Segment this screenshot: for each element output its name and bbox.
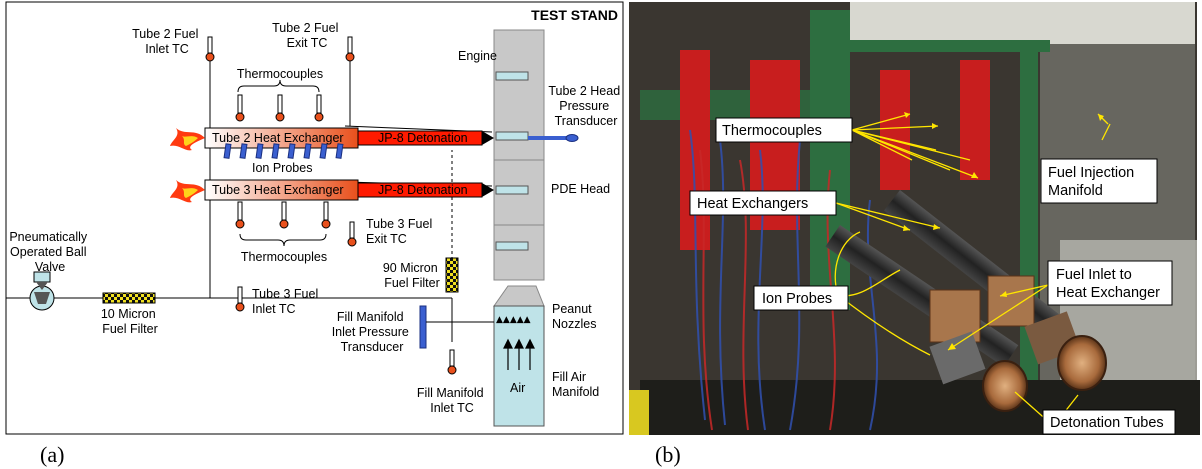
thermocouples-top-label: Thermocouples [237, 67, 323, 81]
fill-manifold-pressure-label: Fill Manifold Inlet Pressure Transducer [332, 310, 413, 354]
air-label: Air [510, 381, 525, 395]
peanut-nozzles-label: Peanut Nozzles [552, 302, 596, 331]
thermocouple-icons [205, 36, 457, 375]
engine-ports [495, 71, 529, 251]
thermocouple-top-3-icon [314, 94, 324, 122]
thermocouples-bottom-brace [239, 233, 327, 247]
svg-text:Detonation Tubes: Detonation Tubes [1050, 415, 1164, 431]
engine-label: Engine [458, 49, 497, 63]
label-thermocouples: Thermocouples [715, 117, 853, 143]
jp8-detonation-2-label: JP-8 Detonation [378, 131, 468, 145]
flame-icons [170, 128, 205, 203]
test-stand-title: TEST STAND [531, 7, 618, 23]
thermocouples-top-brace [237, 79, 320, 93]
svg-text:Thermocouples: Thermocouples [722, 123, 822, 139]
ball-valve-label: Pneumatically Operated Ball Valve [9, 230, 90, 274]
thermocouple-tube2-inlet-icon [205, 36, 215, 62]
filter-10-micron [102, 292, 156, 304]
pde-head-label: PDE Head [551, 182, 610, 196]
label-fuel-inlet: Fuel Inlet to Heat Exchanger [1047, 260, 1173, 306]
thermocouple-fill-manifold-icon [447, 349, 457, 375]
tube3-hx-label: Tube 3 Heat Exchanger [212, 183, 344, 197]
fill-manifold-pressure-transducer [419, 305, 427, 349]
tube3-fuel-inlet-tc-label: Tube 3 Fuel Inlet TC [252, 287, 322, 316]
thermocouples-bottom-label: Thermocouples [241, 250, 327, 264]
svg-text:Ion Probes: Ion Probes [762, 291, 832, 307]
ion-probes-label: Ion Probes [252, 161, 312, 175]
thermocouple-top-2-icon [275, 94, 285, 122]
thermocouple-tube3-exit-icon [347, 221, 357, 247]
svg-text:Heat Exchangers: Heat Exchangers [697, 196, 808, 212]
tube2-head-pressure-label: Tube 2 Head Pressure Transducer [548, 84, 623, 128]
panel-a-diagram: TEST STAND Engine PDE Head ▲▲▲▲▲ Air [5, 1, 624, 435]
fill-air-manifold-label: Fill Air Manifold [552, 370, 599, 399]
jp8-detonation-3-label: JP-8 Detonation [378, 183, 468, 197]
tube2-hx-label: Tube 2 Heat Exchanger [212, 131, 344, 145]
detonation-tube-2 [1057, 335, 1107, 391]
peanut-nozzle-marks: ▲▲▲▲▲ [496, 315, 531, 325]
filter-10-label: 10 Micron Fuel Filter [101, 307, 159, 336]
inlet-flange-2 [987, 275, 1035, 327]
filter-90-micron [445, 257, 459, 293]
caption-a: (a) [40, 442, 64, 467]
thermocouple-bottom-2-icon [279, 201, 289, 229]
ion-probe-icons [223, 143, 344, 159]
svg-text:Fuel Injection Manifol: Fuel Injection Manifold [1048, 165, 1138, 199]
thermocouple-top-1-icon [235, 94, 245, 122]
label-detonation-tubes: Detonation Tubes [1042, 409, 1176, 435]
tube3-fuel-exit-tc-label: Tube 3 Fuel Exit TC [366, 217, 436, 246]
leader-lines [834, 113, 1111, 424]
label-ion-probes: Ion Probes [753, 285, 849, 311]
detonation-tube-1 [982, 360, 1028, 412]
tube2-pressure-transducer [565, 134, 579, 142]
air-arrows [503, 338, 535, 370]
panel-b-photo: Thermocouples Fuel Injection Manifold He… [629, 2, 1200, 435]
thermocouple-tube3-inlet-icon [235, 286, 245, 312]
thermocouple-bottom-3-icon [321, 201, 331, 229]
tube2-fuel-exit-tc-label: Tube 2 Fuel Exit TC [272, 21, 342, 50]
ball-valve-icon [29, 271, 55, 311]
label-heat-exchangers: Heat Exchangers [689, 190, 837, 216]
thermocouple-bottom-1-icon [235, 201, 245, 229]
tube2-fuel-inlet-tc-label: Tube 2 Fuel Inlet TC [132, 27, 202, 56]
svg-text:Fuel Inlet to Heat Exc: Fuel Inlet to Heat Exchanger [1056, 267, 1160, 301]
label-fuel-injection-manifold: Fuel Injection Manifold [1040, 158, 1158, 204]
fill-manifold-inlet-tc-label: Fill Manifold Inlet TC [417, 386, 487, 415]
caption-b: (b) [655, 442, 681, 467]
thermocouple-tube2-exit-icon [345, 36, 355, 62]
filter-90-label: 90 Micron Fuel Filter [383, 261, 441, 290]
